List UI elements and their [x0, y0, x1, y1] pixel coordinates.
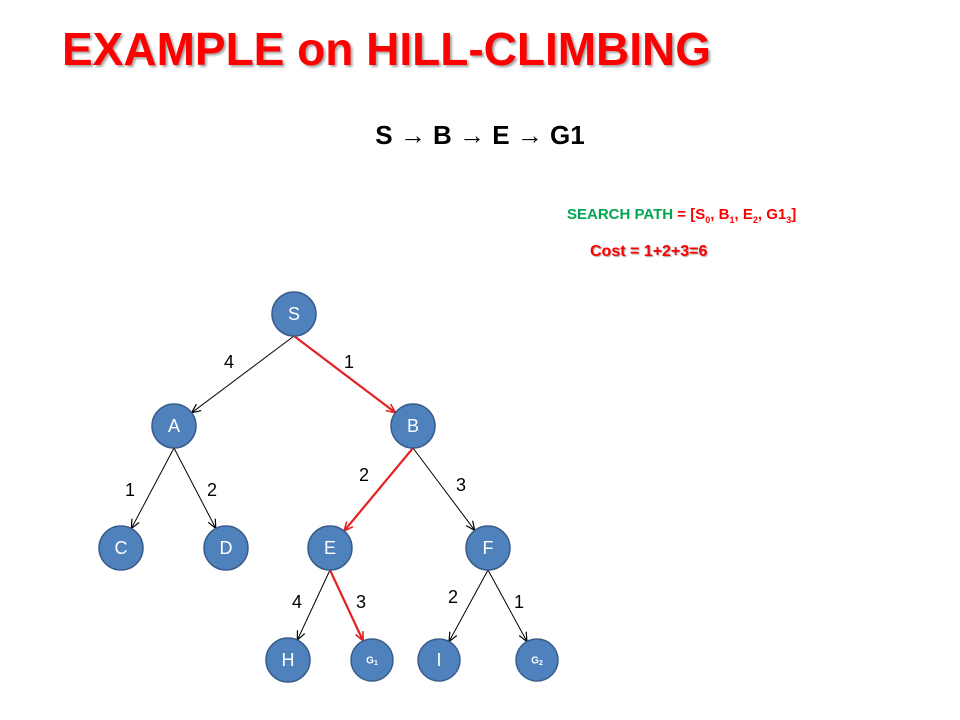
edge-b-f: [412, 447, 476, 532]
node-e: E: [307, 525, 353, 571]
edge-weight-s-b: 1: [344, 352, 354, 372]
cost-summary: Cost = 1+2+3=6: [590, 243, 708, 260]
edge-weight-s-a: 4: [224, 352, 234, 372]
search-path-item: S: [695, 206, 706, 223]
node-label-f: F: [483, 538, 494, 558]
node-h: H: [265, 637, 311, 683]
search-path-item: E: [742, 206, 753, 223]
node-label-e: E: [324, 538, 336, 558]
search-path-item: B: [718, 206, 730, 223]
edge-weight-e-g1: 3: [356, 592, 366, 612]
node-label-h: H: [282, 650, 295, 670]
search-path-close: ]: [791, 206, 797, 223]
edge-weight-e-h: 4: [292, 592, 302, 612]
node-b: B: [390, 403, 436, 449]
node-g1: G1: [350, 638, 394, 682]
edge-weight-f-i: 2: [448, 587, 458, 607]
node-f: F: [465, 525, 511, 571]
edge-f-g2: [487, 569, 528, 643]
edge-f-i: [448, 569, 489, 643]
search-path-item-index: 2: [752, 215, 758, 225]
node-label-c: C: [115, 538, 128, 558]
node-g2: G2: [515, 638, 559, 682]
node-s: S: [271, 291, 317, 337]
edge-weight-a-c: 1: [125, 480, 135, 500]
search-path-item-index: 1: [729, 215, 735, 225]
node-a: A: [151, 403, 197, 449]
node-label-g1: G1: [366, 656, 378, 667]
edge-weight-b-e: 2: [359, 465, 369, 485]
node-i: I: [417, 638, 461, 682]
search-path-item-index: 3: [786, 215, 792, 225]
node-d: D: [203, 525, 249, 571]
edge-s-b: [293, 335, 398, 414]
search-path-open: = [: [677, 206, 696, 223]
edge-e-g1: [329, 569, 365, 643]
edge-weight-a-d: 2: [207, 480, 217, 500]
edge-e-h: [296, 569, 331, 642]
search-path-item-index: 0: [705, 215, 711, 225]
node-label-s: S: [288, 304, 300, 324]
edge-s-a: [190, 335, 295, 414]
node-label-a: A: [168, 416, 180, 436]
search-path-line: SEARCH PATH = [S0, B1, E2, G13]: [567, 206, 797, 225]
search-path-item: G1: [766, 206, 787, 223]
solution-path-heading: S → B → E → G1: [375, 120, 585, 150]
node-label-b: B: [407, 416, 419, 436]
edge-weight-f-g2: 1: [514, 592, 524, 612]
edge-b-e: [342, 447, 414, 533]
node-label-g2: G2: [531, 656, 543, 667]
edge-a-c: [130, 447, 175, 530]
node-c: C: [98, 525, 144, 571]
page-title: EXAMPLE on HILL-CLIMBING: [62, 23, 712, 75]
node-label-i: I: [436, 650, 441, 670]
edge-a-d: [173, 447, 217, 530]
node-label-d: D: [220, 538, 233, 558]
search-path-label: SEARCH PATH: [567, 206, 674, 223]
edge-weight-b-f: 3: [456, 475, 466, 495]
